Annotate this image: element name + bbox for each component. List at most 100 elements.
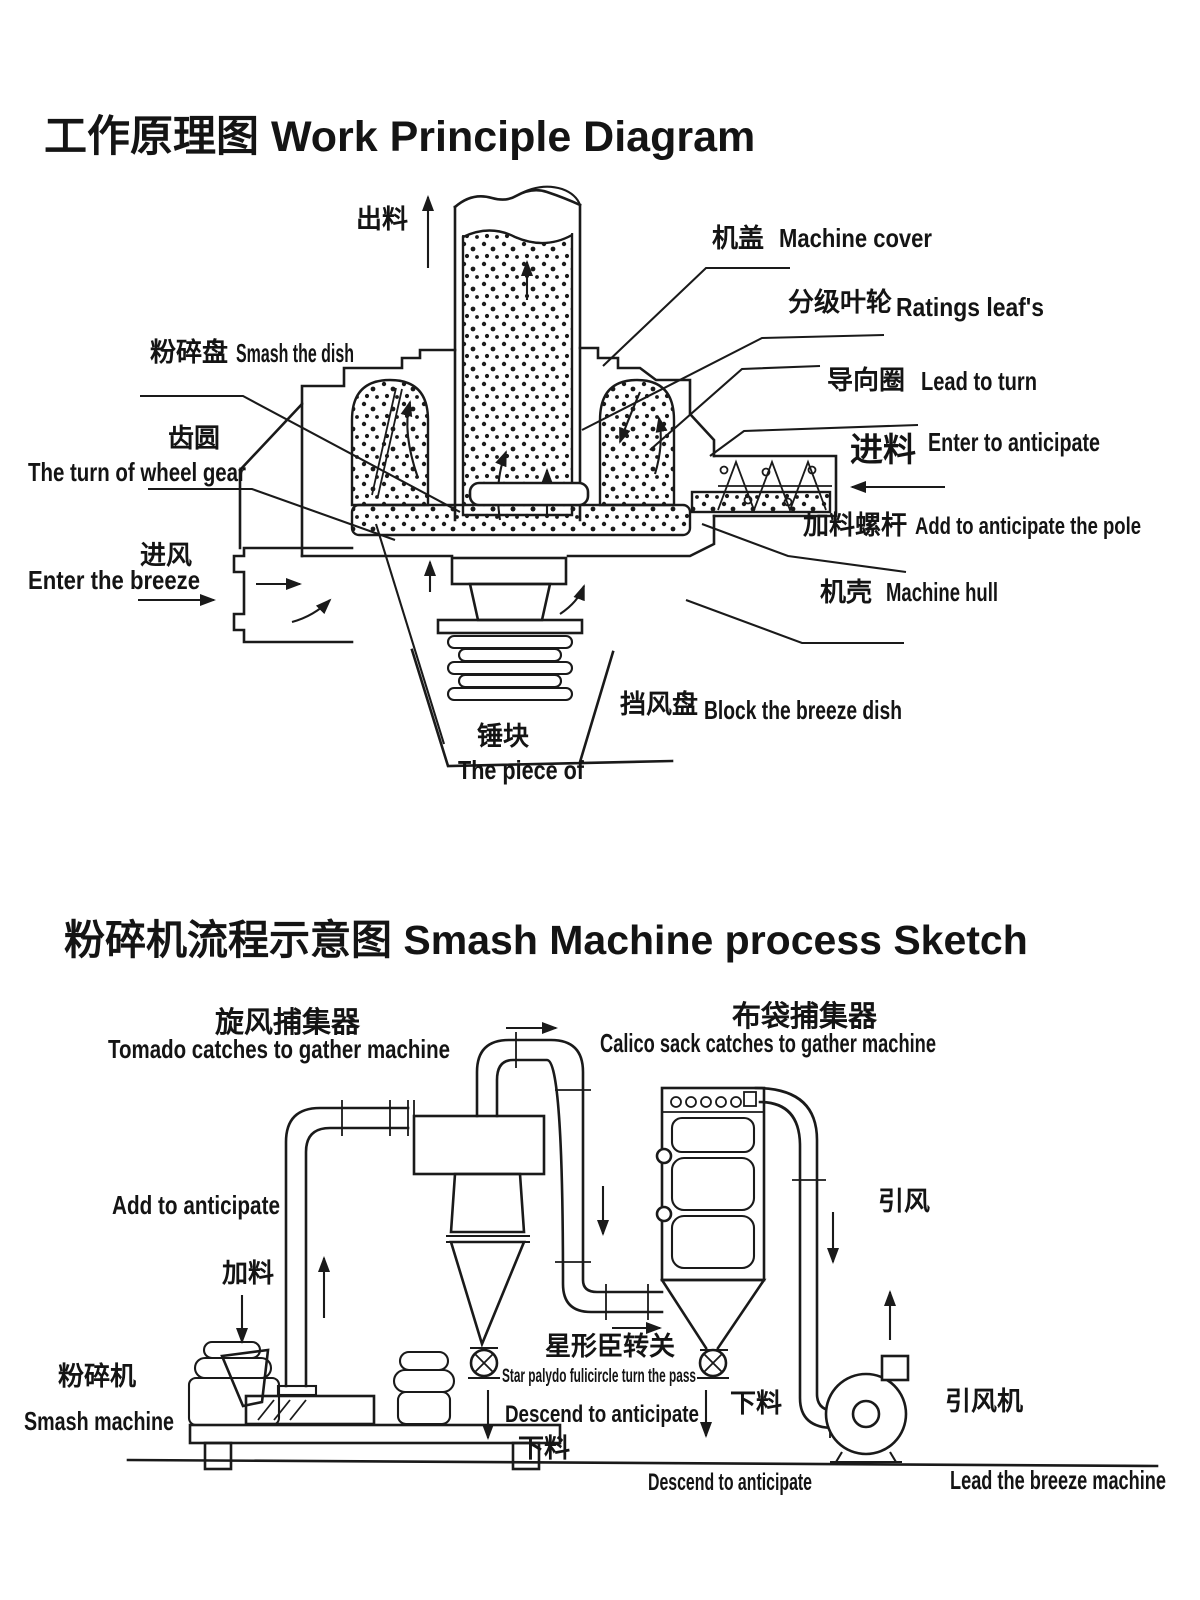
bag-catcher-label-en: Calico sack catches to gather machine xyxy=(600,1028,936,1058)
screw-granule xyxy=(807,465,817,475)
machine-hull-label-en: Machine hull xyxy=(886,577,998,607)
panel-hinge xyxy=(655,1147,673,1165)
inlet-air-arrow xyxy=(291,598,332,624)
chamber-arrow-up xyxy=(653,416,668,475)
process-sketch-title-en: Smash Machine process Sketch xyxy=(403,917,1028,963)
feeder-hatch xyxy=(257,1399,307,1421)
screw-duct-walls xyxy=(712,454,838,518)
work-principle-diagram: 出料 xyxy=(28,185,1141,785)
table-leg xyxy=(511,1441,541,1471)
filter-panel xyxy=(670,1116,756,1154)
baghouse-port xyxy=(730,1096,742,1108)
add-anticipate-label-en: Add to anticipate xyxy=(112,1190,280,1220)
baghouse-body xyxy=(660,1086,766,1282)
star-valve-spokes xyxy=(474,1353,494,1373)
enter-anticipate-label-en: Enter to anticipate xyxy=(928,427,1100,457)
bellows-ring xyxy=(446,634,574,650)
screw-flights xyxy=(717,459,827,513)
ratings-leaf-label-en: Ratings leaf's xyxy=(896,292,1044,322)
riser-pipe xyxy=(276,1100,410,1397)
pipe-flange-tick xyxy=(515,1032,649,1320)
smash-dish-label-en: Smash the dish xyxy=(236,338,354,368)
motor2-cap xyxy=(398,1350,450,1372)
cyclone-body xyxy=(412,1114,546,1176)
star-valve-label-zh: 星形臣转关 xyxy=(545,1331,675,1361)
filter-panel xyxy=(670,1156,756,1212)
leader-ratings-leaf xyxy=(581,333,885,431)
add-pole-label-zh: 加料螺杆 xyxy=(803,510,907,540)
leader-machine-cover xyxy=(602,266,790,367)
enter-anticipate-label-zh: 进料 xyxy=(850,431,916,468)
chamber-arrow-up xyxy=(400,400,419,479)
table-leg xyxy=(203,1441,233,1471)
leader-smash-dish xyxy=(140,394,461,513)
down-left-label-zh: 下料 xyxy=(518,1433,570,1463)
screw-granule xyxy=(719,465,729,475)
machine-hull-label-zh: 机壳 xyxy=(820,577,872,607)
lead-to-turn-label-en: Lead to turn xyxy=(921,366,1037,396)
fan-foot xyxy=(830,1451,902,1464)
induced-draft-fan xyxy=(824,1290,910,1464)
motor2-body xyxy=(396,1390,452,1426)
cylinder-top-ellipse xyxy=(515,185,581,206)
bellows-ring xyxy=(457,647,563,663)
smash-machine-label-zh: 粉碎机 xyxy=(58,1361,136,1391)
out-material-label-zh: 出料 xyxy=(356,204,408,234)
cyclone-label-zh: 旋风捕集器 xyxy=(215,1006,361,1039)
inlet-duct-outline xyxy=(232,546,354,644)
shaft-assembly xyxy=(410,556,674,768)
leader-lines xyxy=(140,266,919,745)
bellows-ring xyxy=(446,686,574,702)
hammer-label-zh: 锤块 xyxy=(477,721,529,751)
smash-dish-label-zh: 粉碎盘 xyxy=(150,337,228,367)
wheel-gear-label-zh: 齿圆 xyxy=(168,423,220,453)
ratings-leaf-label-zh: 分级叶轮 xyxy=(788,287,892,317)
suction-inner xyxy=(758,1100,845,1430)
classifier-blade xyxy=(371,387,403,497)
induced-fan-label-zh: 引风机 xyxy=(945,1386,1023,1416)
cylinder-fill-line xyxy=(462,229,573,244)
screw-granule xyxy=(783,497,793,507)
screw-granule xyxy=(761,467,771,477)
hull-left-wall xyxy=(238,402,304,558)
fan-outlet-duct xyxy=(880,1354,910,1382)
machine-housing xyxy=(238,346,716,558)
induced-draft-label-zh: 引风 xyxy=(878,1186,930,1216)
cylinder-material-dots xyxy=(461,229,574,517)
baghouse-top-box xyxy=(743,1091,757,1107)
feed-label-zh: 加料 xyxy=(222,1258,274,1288)
enter-breeze-label-en: Enter the breeze xyxy=(28,565,200,595)
filter-panel xyxy=(670,1214,756,1270)
ground-line xyxy=(126,1458,1159,1468)
hull-right-side xyxy=(566,514,716,558)
disc-hub xyxy=(468,481,590,507)
leader-machine-hull-lower xyxy=(685,599,904,645)
riser-outer xyxy=(284,1106,410,1388)
leader-enter-anticipate xyxy=(709,423,919,457)
leader-lead-to-turn xyxy=(649,364,821,451)
leader-hammer xyxy=(374,523,446,745)
smash-disc xyxy=(350,481,692,537)
machine-cover-label-en: Machine cover xyxy=(779,223,932,253)
baghouse-port xyxy=(670,1096,682,1108)
enter-breeze-label-zh: 进风 xyxy=(140,540,192,570)
lead-to-turn-label-zh: 导向圈 xyxy=(827,365,905,395)
baghouse-port xyxy=(715,1096,727,1108)
baghouse-port xyxy=(685,1096,697,1108)
process-sketch-title: 粉碎机流程示意图 Smash Machine process Sketch xyxy=(64,906,1028,966)
star-valve-spokes xyxy=(703,1353,723,1373)
bag-catcher-label-zh: 布袋捕集器 xyxy=(732,1000,878,1033)
crossover-pipe xyxy=(475,1022,664,1334)
block-breeze-label-en: Block the breeze dish xyxy=(704,695,902,725)
work-principle-title: 工作原理图 Work Principle Diagram xyxy=(44,102,755,164)
block-breeze-label-zh: 挡风盘 xyxy=(620,689,698,719)
fan-volute xyxy=(824,1372,908,1456)
riser-inner xyxy=(304,1126,410,1388)
descend-mid-label-en: Descend to anticipate xyxy=(505,1401,699,1428)
descend-bottom-label-en: Descend to anticipate xyxy=(648,1469,812,1496)
shaft-taper xyxy=(468,582,552,622)
add-pole-label-en: Add to anticipate the pole xyxy=(915,513,1141,540)
fan-hub xyxy=(851,1399,881,1429)
baghouse-collector xyxy=(655,1086,767,1438)
